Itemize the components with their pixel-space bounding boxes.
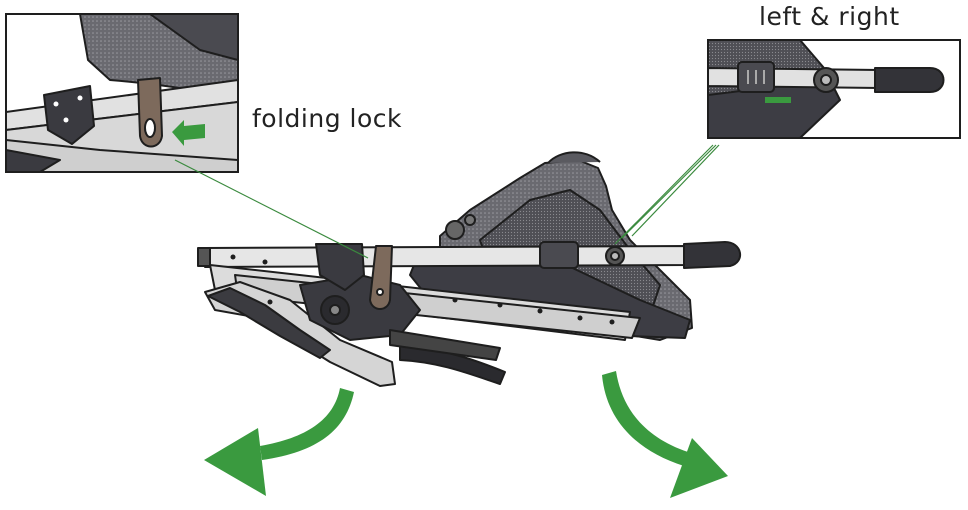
side-release-slider — [540, 242, 578, 268]
fold-direction-arrows — [204, 371, 728, 498]
folding-lock-inset — [6, 14, 238, 172]
curved-arrow-down-left-icon — [204, 388, 354, 496]
side-release-inset — [708, 40, 960, 138]
handle-grip — [684, 242, 740, 268]
inset-green-indicator — [765, 97, 791, 103]
folded-stroller — [198, 152, 740, 386]
folding-lock-label: folding lock — [252, 104, 402, 133]
curved-arrow-down-right-icon — [602, 371, 728, 498]
left-right-label: left & right — [759, 2, 900, 31]
